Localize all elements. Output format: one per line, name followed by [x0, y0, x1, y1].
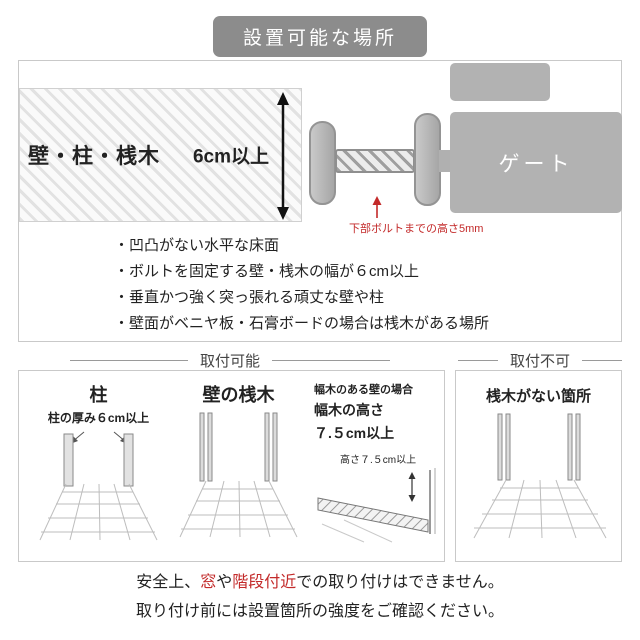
- baseboard-height-label-2: ７.５cm以上: [314, 425, 395, 441]
- page-title: 設置可能な場所: [212, 16, 428, 57]
- safety-keyword-window: 窓: [200, 574, 217, 591]
- suction-pad-right: [414, 113, 441, 206]
- divider-line: [272, 360, 391, 361]
- section-ng-label: 取付不可: [510, 353, 571, 370]
- crosspiece-title: 壁の桟木: [202, 385, 275, 405]
- pillar-illustration: [39, 431, 158, 541]
- safety-text: や: [216, 574, 233, 591]
- rod-stub: [439, 150, 453, 172]
- pillar-title: 柱: [89, 385, 108, 405]
- wall-surface-graphic: 壁・柱・桟木 6cm以上: [19, 88, 302, 222]
- height-double-arrow-icon: [277, 92, 289, 220]
- pillar-example: 柱 柱の厚み６cm以上: [31, 381, 166, 542]
- baseboard-illustration: [317, 468, 436, 543]
- section-ng-heading: 取付不可: [458, 350, 623, 371]
- ok-examples-panel: 柱 柱の厚み６cm以上: [18, 370, 445, 562]
- condition-item: ・垂直かつ強く突っ張れる頑丈な壁や柱: [114, 289, 385, 306]
- divider-line: [458, 360, 498, 361]
- gate-body: ゲート: [450, 112, 622, 213]
- bolt-height-note: 下部ボルトまでの高さ5mm: [349, 223, 484, 235]
- no-crosspiece-illustration: [473, 413, 606, 539]
- baseboard-example: 幅木のある壁の場合 幅木の高さ ７.５cm以上 高さ７.５cm以上: [314, 381, 440, 548]
- crosspiece-illustration: [179, 412, 298, 538]
- min-width-label: 6cm以上: [192, 146, 269, 168]
- divider-line: [582, 360, 623, 361]
- baseboard-case-label: 幅木のある壁の場合: [314, 384, 413, 396]
- baseboard-height-label-1: 幅木の高さ: [314, 402, 384, 418]
- condition-list: ・凹凸がない水平な床面 ・ボルトを固定する壁・桟木の幅が６cm以上 ・垂直かつ強…: [114, 233, 489, 337]
- section-ok-label: 取付可能: [200, 353, 261, 370]
- gate-top-block: [450, 63, 550, 101]
- baseboard-arrow-label: 高さ７.５cm以上: [340, 455, 417, 466]
- pillar-note: 柱の厚み６cm以上: [47, 411, 150, 425]
- safety-text: 安全上、: [136, 574, 201, 591]
- strength-check-note: 取り付け前には設置箇所の強度をご確認ください。: [135, 603, 504, 620]
- suction-pad-left: [309, 121, 336, 205]
- ng-example-title: 桟木がない箇所: [485, 388, 591, 405]
- gate-label: ゲート: [498, 152, 574, 176]
- wall-label: 壁・柱・桟木: [28, 145, 160, 168]
- safety-keyword-stairs: 階段付近: [232, 574, 297, 591]
- bolt-height-arrow-icon: [372, 196, 382, 218]
- crosspiece-example: 壁の桟木: [171, 381, 306, 539]
- installable-places-panel: 壁・柱・桟木 6cm以上 ゲート 下部ボルトまでの高さ5mm ・凹凸がない水平な…: [18, 60, 622, 342]
- divider-line: [70, 360, 188, 361]
- condition-item: ・ボルトを固定する壁・桟木の幅が６cm以上: [114, 263, 419, 280]
- condition-item: ・凹凸がない水平な床面: [114, 237, 280, 254]
- section-ok-heading: 取付可能: [70, 350, 391, 371]
- safety-text: での取り付けはできません。: [296, 574, 504, 591]
- condition-item: ・壁面がベニヤ板・石膏ボードの場合は桟木がある場所: [114, 315, 490, 332]
- safety-warning: 安全上、窓や階段付近での取り付けはできません。: [0, 568, 640, 592]
- tension-bolt-rod: [335, 149, 415, 173]
- ng-example-panel: 桟木がない箇所: [455, 370, 622, 562]
